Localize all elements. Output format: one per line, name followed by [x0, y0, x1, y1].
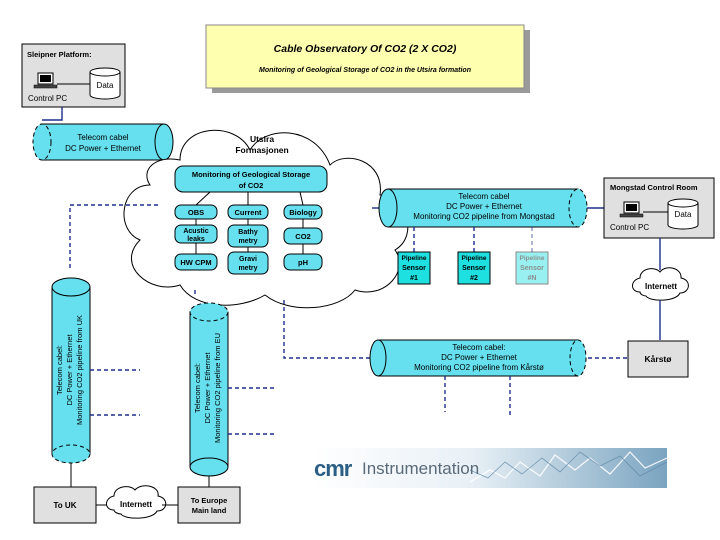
sensor-1-line2: Sensor	[402, 265, 426, 272]
title-sub: Monitoring of Geological Storage of CO2 …	[259, 67, 471, 74]
sleipner-cable-line1: Telecom cabel	[77, 133, 128, 142]
utsira-line2: Formasjonen	[235, 145, 288, 155]
mongstad-cable-line1: Telecom cabel	[458, 192, 509, 201]
gravi-label-1: Gravi	[239, 256, 257, 263]
pipeline-sensor-n: Pipeline Sensor #N	[515, 251, 549, 285]
to-uk-label: To UK	[54, 501, 77, 510]
karsto-cable: Telecom cabel: DC Power + Ethernet Monit…	[369, 339, 587, 377]
pipeline-sensor-1: Pipeline Sensor #1	[397, 251, 431, 285]
acustic-leaks-node: Acustic leaks	[174, 224, 218, 244]
karsto-cable-line1: Telecom cabel:	[452, 343, 505, 352]
hw-cpm-label: HW CPM	[180, 258, 211, 267]
eu-cable-line3: Monitoring CO2 pipeline from EU	[213, 333, 222, 443]
sensor-1-line1: Pipeline	[402, 255, 427, 262]
mongstad-cable-line2: DC Power + Ethernet	[446, 202, 523, 211]
mongstad-title: Mongstad Control Room	[610, 183, 698, 192]
utsira-line1: Utsira	[250, 134, 274, 144]
sleipner-cable-line2: DC Power + Ethernet	[65, 144, 142, 153]
co2-label: CO2	[295, 232, 310, 241]
mongstad-cable: Telecom cabel DC Power + Ethernet Monito…	[378, 188, 588, 228]
gravimetry-node: Gravi metry	[227, 251, 269, 275]
biology-label: Biology	[289, 208, 317, 217]
to-europe-label-1: To Europe	[191, 496, 228, 505]
monitoring-header-line2: of CO2	[239, 181, 264, 190]
biology-node: Biology	[283, 204, 323, 220]
karsto-cable-line2: DC Power + Ethernet	[441, 353, 518, 362]
uk-cable-line3: Monitoring CO2 pipeline from UK	[75, 315, 84, 425]
eu-cable: Telecom cabel: DC Power + Ethernet Monit…	[189, 302, 229, 477]
uk-cable-line1: Telecom cabel:	[55, 345, 64, 395]
acustic-label-2: leaks	[187, 236, 205, 243]
karsto-label: Kårstø	[645, 354, 673, 364]
title-box: Cable Observatory Of CO2 (2 X CO2) Monit…	[205, 24, 530, 93]
obs-label: OBS	[188, 208, 204, 217]
internet-bottom-label: Internett	[120, 500, 152, 509]
cmr-logo-mark: cmr	[314, 456, 353, 481]
sensor-2-line3: #2	[470, 275, 478, 282]
mongstad-data-label: Data	[675, 210, 692, 219]
sleipner-data-label: Data	[97, 81, 114, 90]
mongstad-control-room-box: Mongstad Control Room Data Control PC	[603, 177, 715, 239]
internet-cloud-right: Internett	[632, 267, 689, 301]
co2-node: CO2	[283, 227, 323, 245]
sensor-n-line3: #N	[528, 275, 537, 282]
mongstad-pc-label: Control PC	[610, 223, 649, 232]
pipeline-sensor-2: Pipeline Sensor #2	[457, 251, 491, 285]
ph-node: pH	[283, 253, 323, 271]
bathy-label-1: Bathy	[238, 229, 258, 236]
monitoring-header: Monitoring of Geological Storage of CO2	[174, 165, 328, 193]
to-uk-box: To UK	[33, 486, 97, 524]
current-node: Current	[227, 204, 269, 220]
title-main: Cable Observatory Of CO2 (2 X CO2)	[274, 43, 457, 55]
mongstad-cable-line3: Monitoring CO2 pipeline from Mongstad	[413, 212, 554, 221]
computer-icon	[33, 72, 58, 89]
bathymetry-node: Bathy metry	[227, 224, 269, 248]
sleipner-title: Sleipner Platform:	[27, 50, 92, 59]
sensor-2-line2: Sensor	[462, 265, 486, 272]
internet-cloud-bottom: Internett	[106, 485, 167, 519]
sleipner-cable: Telecom cabel DC Power + Ethernet	[32, 123, 174, 161]
eu-cable-line1: Telecom cabel:	[193, 363, 202, 413]
karsto-cable-line3: Monitoring CO2 pipeline from Kårstø	[414, 363, 544, 372]
to-europe-box: To Europe Main land	[177, 486, 241, 524]
bathy-label-2: metry	[238, 238, 257, 245]
hw-cpm-node: HW CPM	[174, 253, 218, 271]
uk-cable-line2: DC Power + Ethernet	[65, 334, 74, 406]
uk-cable: Telecom cabel: DC Power + Ethernet Monit…	[51, 277, 91, 464]
current-label: Current	[234, 208, 262, 217]
sensor-n-line1: Pipeline	[520, 255, 545, 262]
ph-label: pH	[298, 258, 308, 267]
computer-icon	[619, 201, 644, 218]
sleipner-platform-box: Sleipner Platform: Data Control PC	[21, 43, 126, 108]
cmr-logo: cmr Instrumentation	[312, 448, 668, 488]
cmr-logo-text: Instrumentation	[362, 459, 479, 478]
sleipner-pc-label: Control PC	[28, 94, 67, 103]
sensor-2-line1: Pipeline	[462, 255, 487, 262]
karsto-box: Kårstø	[627, 340, 689, 378]
database-icon	[89, 67, 121, 100]
obs-node: OBS	[174, 204, 218, 220]
monitoring-header-line1: Monitoring of Geological Storage	[192, 170, 310, 179]
sensor-n-line2: Sensor	[520, 265, 544, 272]
internet-right-label: Internett	[645, 282, 677, 291]
gravi-label-2: metry	[238, 265, 257, 272]
eu-cable-line2: DC Power + Ethernet	[203, 352, 212, 424]
sensor-1-line3: #1	[410, 275, 418, 282]
to-europe-label-2: Main land	[192, 506, 227, 515]
database-icon	[667, 198, 699, 230]
acustic-label-1: Acustic	[183, 228, 208, 235]
